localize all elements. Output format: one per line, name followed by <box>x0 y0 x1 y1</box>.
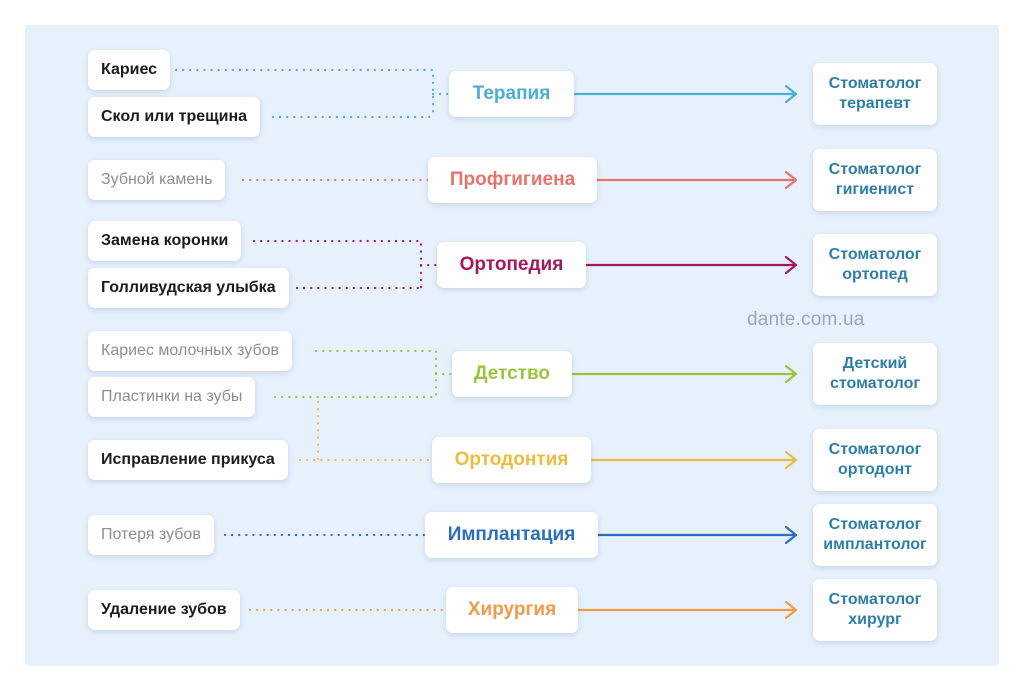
doctor-therapist: Стоматолог терапевт <box>813 63 937 125</box>
department-orthopedics: Ортопедия <box>437 242 586 288</box>
dotted-connector-crown <box>252 239 423 290</box>
doctor-implantologist: Стоматолог имплантолог <box>813 504 937 566</box>
arrow-hygiene <box>595 170 798 190</box>
symptom-chip-or-crack: Скол или трещина <box>88 97 261 137</box>
dotted-connector-hollywood <box>295 263 439 290</box>
dotted-connector-plates <box>273 372 454 399</box>
symptom-milk-teeth-caries: Кариес молочных зубов <box>88 331 293 371</box>
doctor-orthopedist: Стоматолог ортопед <box>813 234 937 296</box>
department-implantation: Имплантация <box>425 512 598 558</box>
symptom-tooth-loss: Потеря зубов <box>88 515 214 555</box>
arrow-childhood <box>570 364 798 384</box>
symptom-hollywood-smile: Голливудская улыбка <box>88 268 289 308</box>
dotted-connector-chip <box>271 92 451 119</box>
symptom-bite-correction: Исправление прикуса <box>88 440 288 480</box>
symptom-crown-replacement: Замена коронки <box>88 221 242 261</box>
dotted-connector-caries <box>174 68 435 119</box>
doctor-surgeon: Стоматолог хирург <box>813 579 937 641</box>
dotted-connector-milk-caries <box>314 349 438 399</box>
department-surgery: Хирургия <box>446 587 578 633</box>
department-prophylaxis: Профгигиена <box>428 157 597 203</box>
symptom-tooth-extraction: Удаление зубов <box>88 590 240 630</box>
symptom-tartar: Зубной камень <box>88 160 226 200</box>
arrow-orthodontics <box>589 450 798 470</box>
doctor-pediatric: Детский стоматолог <box>813 343 937 405</box>
department-childhood: Детство <box>452 351 572 397</box>
arrow-therapy <box>572 84 798 104</box>
arrow-surgery <box>576 600 798 620</box>
arrow-implantation <box>596 525 798 545</box>
symptom-caries: Кариес <box>88 50 171 90</box>
symptom-dental-plates: Пластинки на зубы <box>88 377 256 417</box>
doctor-hygienist: Стоматолог гигиенист <box>813 149 937 211</box>
arrow-orthopedics <box>584 255 798 275</box>
department-orthodontics: Ортодонтия <box>432 437 591 483</box>
department-therapy: Терапия <box>449 71 574 117</box>
doctor-orthodontist: Стоматолог ортодонт <box>813 429 937 491</box>
watermark: dante.com.ua <box>747 309 865 330</box>
